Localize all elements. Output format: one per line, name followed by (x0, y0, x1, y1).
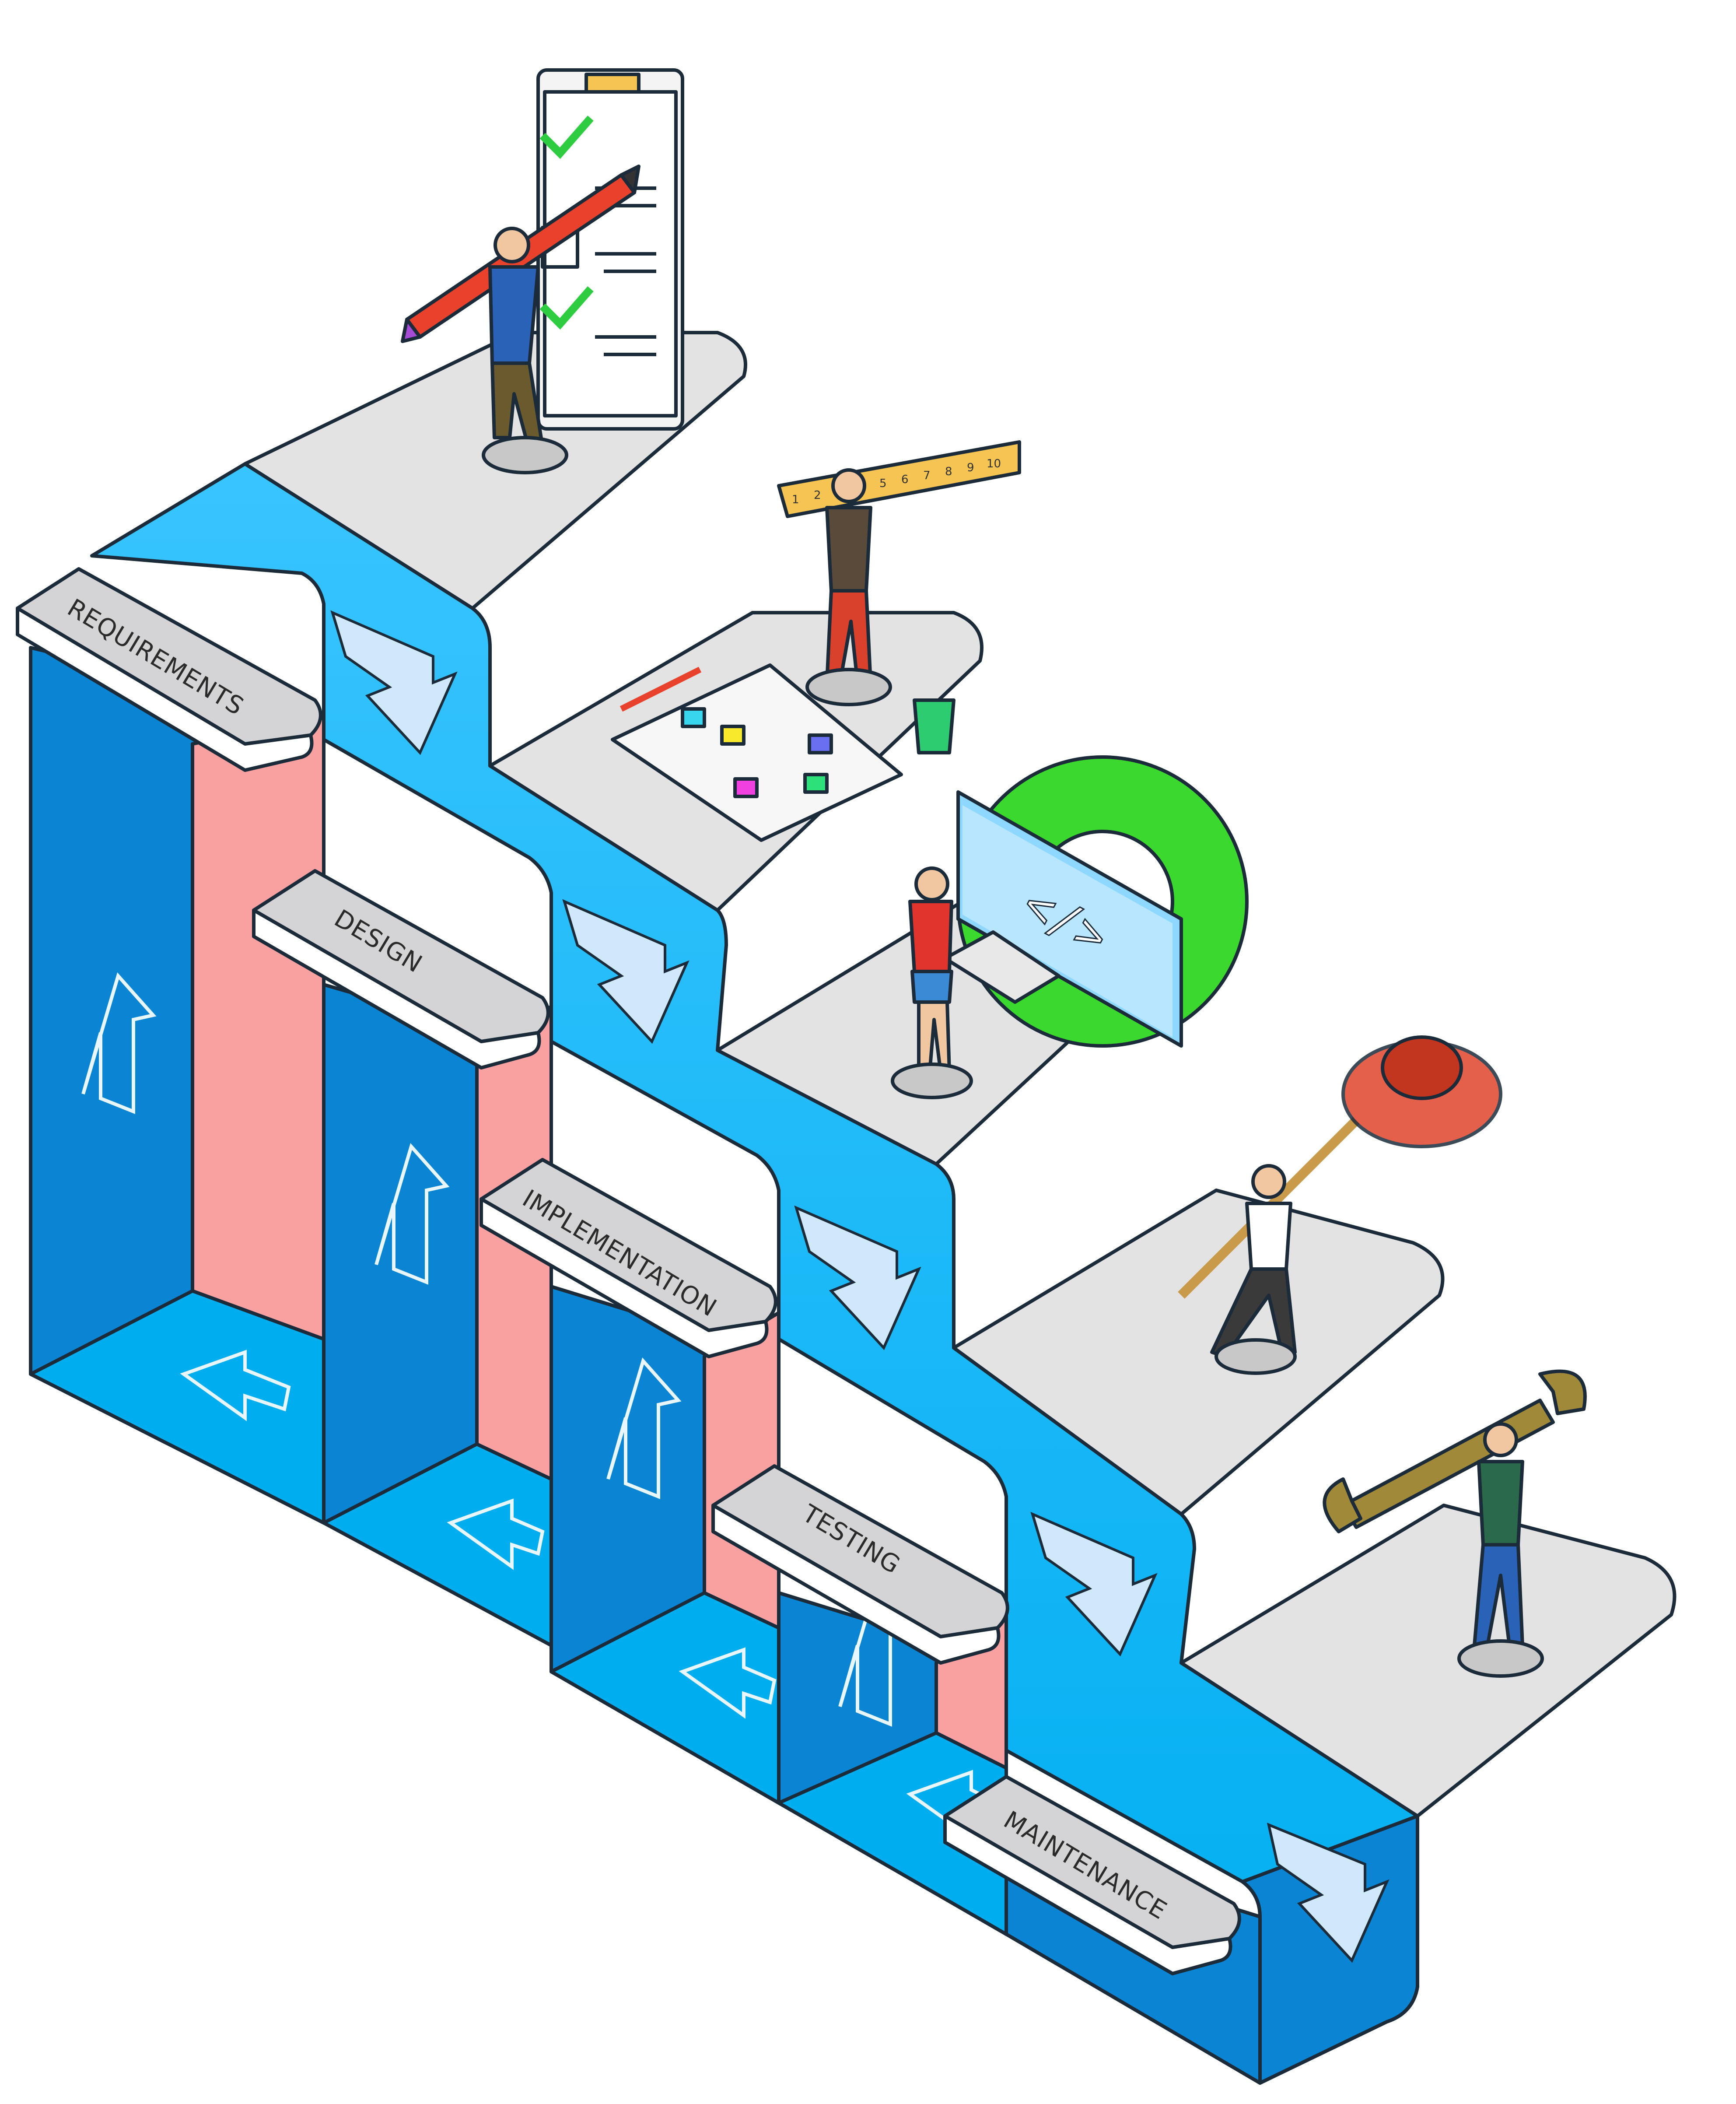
bug-net-icon (1178, 1035, 1502, 1299)
arrow-down-icon (562, 899, 690, 1044)
pencil-cup-icon (913, 698, 956, 754)
ruler-number: 9 (967, 461, 974, 474)
arrow-up-icon (606, 1357, 682, 1499)
red-pen-icon (620, 666, 702, 712)
person-testing (1210, 1164, 1297, 1375)
arrow-down-icon (1267, 1823, 1390, 1963)
ruler-number: 5 (879, 477, 887, 490)
ruler-icon (777, 440, 1021, 518)
step-tread-maintenance (1180, 1504, 1676, 1818)
arrow-left-icon (447, 1498, 545, 1570)
arrow-left-icon (679, 1647, 777, 1719)
label-plate-edge (480, 1197, 769, 1358)
label-plate-edge (711, 1504, 1001, 1665)
pillar-floor-testing (777, 1731, 1008, 1936)
arrow-down-icon (794, 1205, 921, 1350)
person-maintenance (1457, 1422, 1544, 1678)
person-design (805, 468, 892, 706)
flowchart-node (720, 725, 746, 746)
ruler-number: 6 (901, 473, 909, 486)
arrow-up-icon (374, 1143, 450, 1285)
flowchart-node (803, 773, 829, 794)
ruler-number: 7 (923, 469, 931, 482)
clipboard-checklist-icon (536, 68, 684, 431)
ruler-number: 10 (987, 457, 1001, 470)
arrow-down-icon (1030, 1511, 1158, 1657)
arrow-left-icon (180, 1350, 291, 1421)
arrow-up-icon (81, 972, 157, 1114)
computer-code-gear-icon: </> (943, 755, 1249, 1048)
person-implementation (891, 866, 973, 1099)
flowchart-node (733, 777, 759, 798)
ruler-number: 8 (945, 465, 952, 478)
label-plate-edge (252, 908, 541, 1070)
label-plate-edge (943, 1814, 1232, 1975)
channel-right-wall (1241, 1814, 1419, 2085)
keyboard-icon (943, 930, 1060, 1004)
bug-icon (1381, 1035, 1463, 1100)
step-tread-testing (952, 1189, 1445, 1516)
person-requirements (482, 227, 568, 474)
flowchart-node (681, 707, 706, 728)
check-icon (539, 286, 594, 330)
waterfall-channel (90, 462, 1419, 2085)
ruler-number: 1 (792, 493, 799, 506)
arrow-down-icon (330, 610, 458, 755)
flow-arrows-down (330, 610, 1390, 1963)
flowchart-node (808, 733, 833, 754)
check-icon (539, 116, 594, 159)
label-plate-edge (16, 607, 314, 772)
ruler-number: 2 (814, 489, 821, 502)
